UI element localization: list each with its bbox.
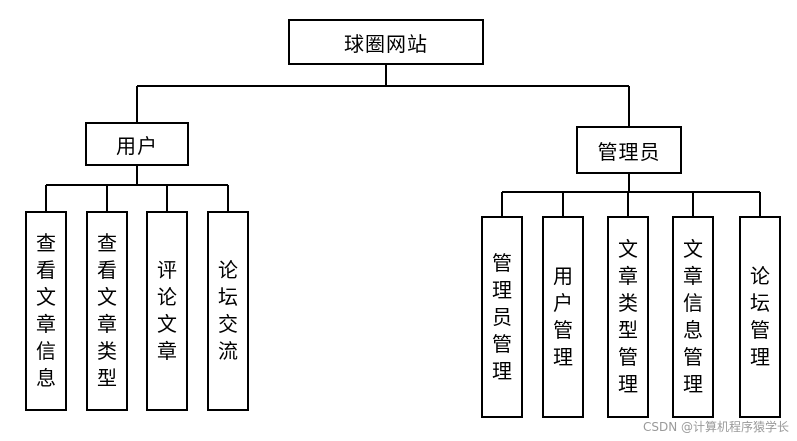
watermark: CSDN @计算机程序猿学长 — [642, 420, 789, 434]
user-leaf-label: 查看文章信息 — [36, 231, 56, 390]
user-leaf-label: 查看文章类型 — [97, 231, 117, 390]
admin-leaf-label: 论坛管理 — [750, 264, 770, 369]
admin-leaf-node: 用户管理 — [542, 216, 584, 418]
user-leaf-label: 论坛交流 — [218, 258, 238, 363]
user-leaf-node: 论坛交流 — [207, 211, 249, 411]
root-node-label: 球圈网站 — [344, 31, 428, 56]
admin-leaf-node: 管理员管理 — [481, 216, 523, 418]
admin-leaf-node: 文章信息管理 — [672, 216, 714, 418]
admin-leaf-label: 文章信息管理 — [683, 237, 703, 396]
admin-leaf-node: 文章类型管理 — [607, 216, 649, 418]
root-node: 球圈网站 — [288, 19, 484, 65]
user-leaf-node: 查看文章信息 — [25, 211, 67, 411]
admin-leaf-label: 管理员管理 — [492, 250, 512, 383]
admin-leaf-label: 用户管理 — [553, 264, 573, 369]
user-leaf-node: 评论文章 — [146, 211, 188, 411]
user-group-label: 用户 — [116, 133, 158, 158]
user-leaf-label: 评论文章 — [157, 258, 177, 363]
admin-leaf-label: 文章类型管理 — [618, 237, 638, 396]
admin-group-label: 管理员 — [597, 139, 661, 164]
user-group-node: 用户 — [85, 122, 189, 166]
admin-group-node: 管理员 — [576, 126, 682, 174]
user-leaf-node: 查看文章类型 — [86, 211, 128, 411]
admin-leaf-node: 论坛管理 — [739, 216, 781, 418]
